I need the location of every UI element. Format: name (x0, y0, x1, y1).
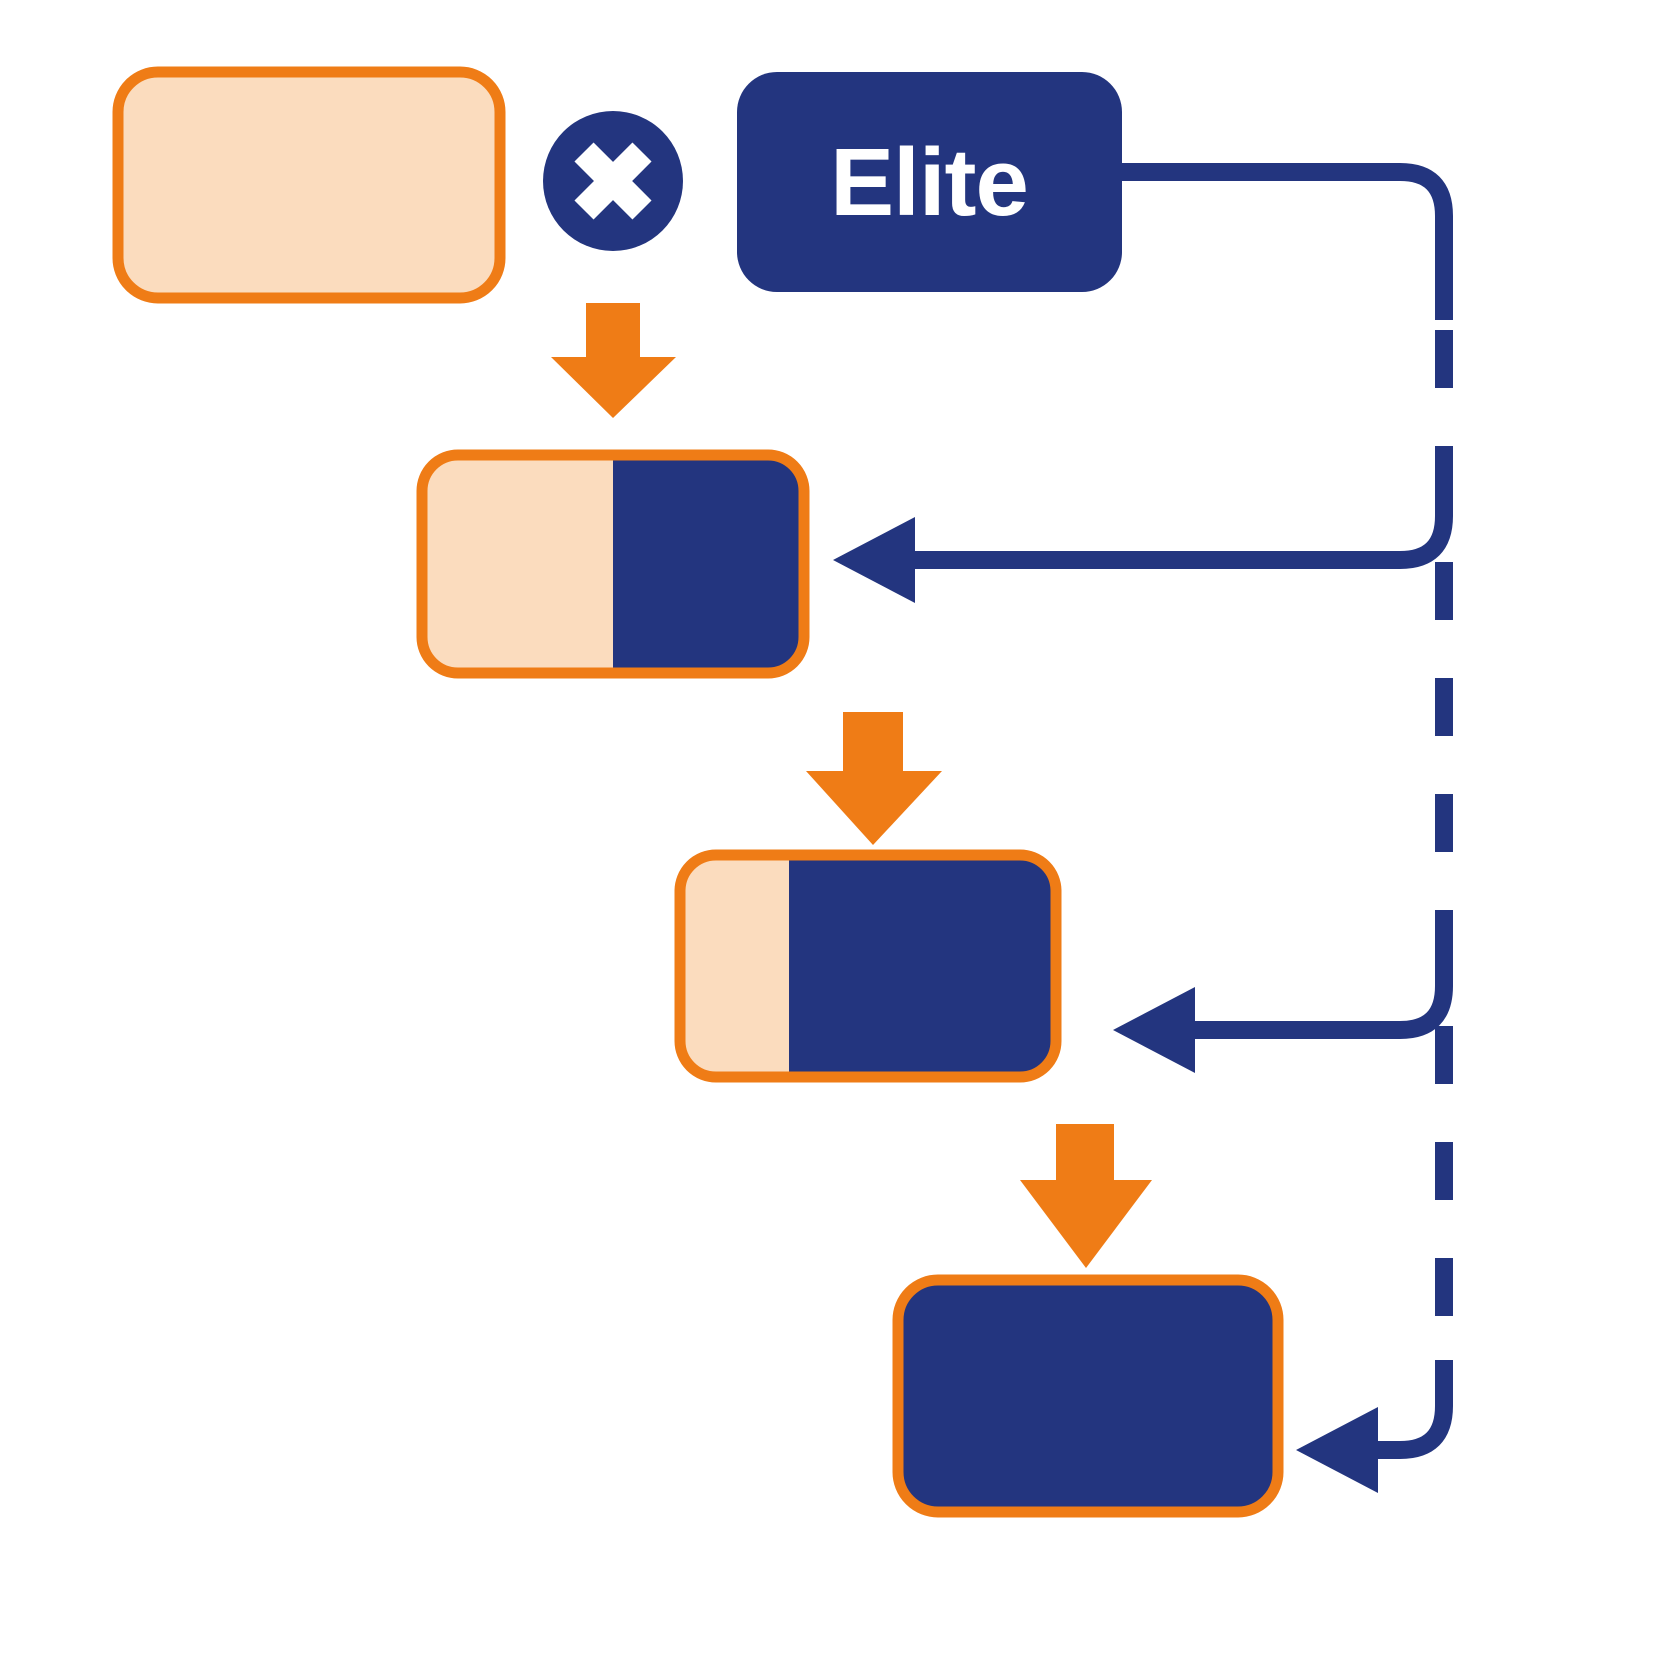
multiply-icon-stroke-b (574, 142, 652, 220)
down-arrow-2-head (806, 771, 942, 845)
multiply-icon (543, 111, 683, 251)
final-block-body[interactable] (892, 1274, 1284, 1518)
down-arrow-step-2 (806, 712, 942, 845)
blend-block-1-outline[interactable] (416, 449, 810, 679)
blend-block-level-1[interactable] (416, 449, 810, 679)
elite-block[interactable]: Elite (737, 72, 1122, 292)
blend-block-level-2[interactable] (674, 849, 1062, 1083)
final-block[interactable] (892, 1274, 1284, 1518)
elite-distribution-bus (1122, 163, 1453, 1360)
down-arrow-3-shaft (1056, 1124, 1114, 1182)
feed-arrow-2-head (1113, 987, 1195, 1073)
feed-arrow-3-head (1296, 1407, 1378, 1493)
blend-block-1-navy-fill (613, 455, 804, 673)
elite-block-label: Elite (830, 129, 1028, 236)
elite-feed-arrow-1 (833, 470, 1453, 603)
blend-block-2-outline[interactable] (674, 849, 1062, 1083)
bus-solid-top (1122, 163, 1453, 320)
feed-arrow-1-line (905, 470, 1453, 569)
base-block[interactable] (112, 66, 506, 304)
down-arrow-step-1 (551, 303, 676, 418)
feed-arrow-2-line (1185, 940, 1453, 1039)
down-arrow-3-head (1020, 1180, 1152, 1268)
feed-arrow-1-head (833, 517, 915, 603)
down-arrow-step-3 (1020, 1124, 1152, 1268)
feed-arrow-3-line (1370, 1360, 1453, 1459)
down-arrow-1-head (551, 357, 676, 418)
elite-feed-arrow-3 (1296, 1360, 1453, 1493)
down-arrow-2-shaft (843, 712, 903, 774)
blend-block-2-peach-fill (680, 855, 789, 1077)
base-block-body[interactable] (112, 66, 506, 304)
down-arrow-1-shaft (586, 303, 640, 360)
blend-block-2-navy-fill (789, 855, 1056, 1077)
blend-block-1-peach-fill (422, 455, 613, 673)
elite-block-body[interactable] (737, 72, 1122, 292)
elite-feed-arrow-2 (1113, 940, 1453, 1073)
